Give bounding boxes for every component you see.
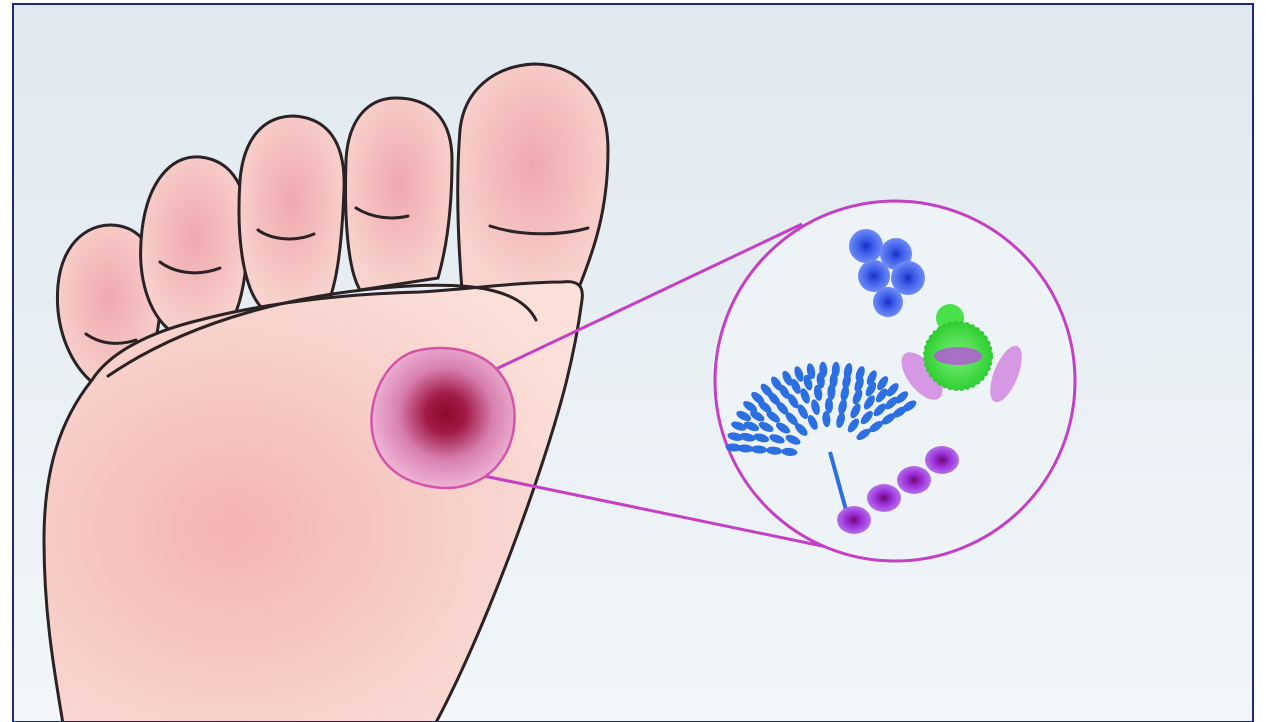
chain-coccus <box>897 466 931 494</box>
big-toe <box>458 64 608 290</box>
lesion-icon <box>371 348 514 488</box>
second-toe <box>346 98 452 290</box>
chain-coccus <box>867 484 901 512</box>
coccus <box>873 287 903 317</box>
coccus <box>858 260 890 292</box>
chain-coccus <box>837 506 871 534</box>
fourth-toe <box>141 157 249 336</box>
purple-core <box>934 347 982 365</box>
coccus <box>849 229 883 263</box>
chain-coccus <box>925 446 959 474</box>
third-toe <box>239 116 344 308</box>
